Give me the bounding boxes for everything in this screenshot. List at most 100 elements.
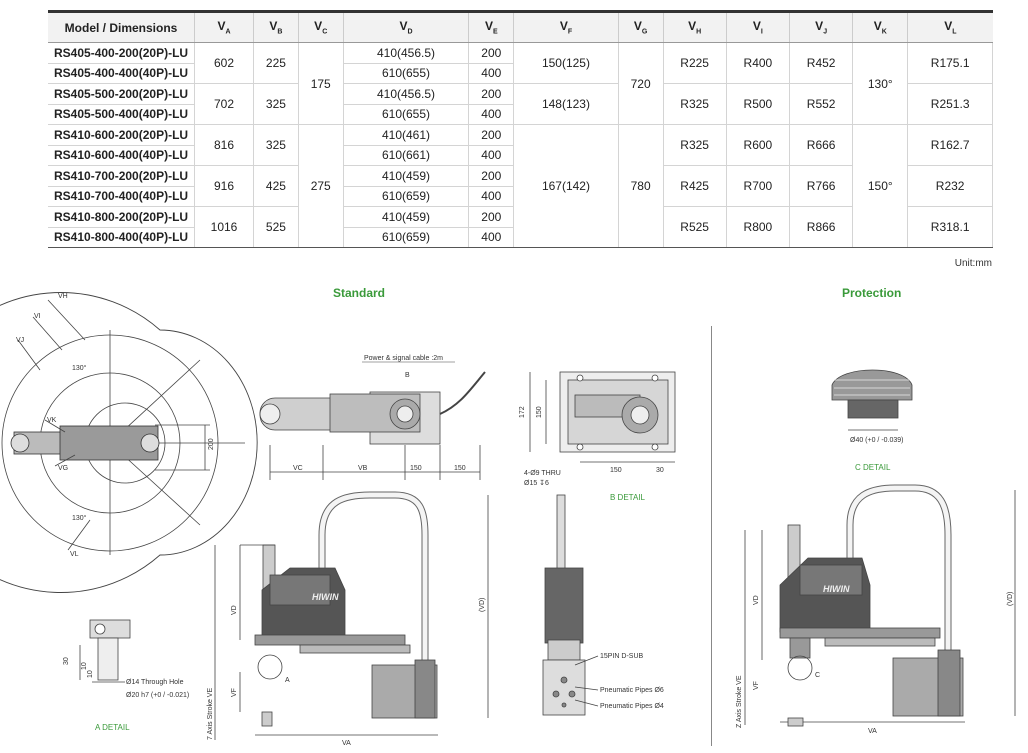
vj-cell: R452 — [789, 42, 854, 84]
section-divider — [711, 326, 712, 746]
a-30-label: 30 — [63, 657, 70, 665]
header-vj: VJ — [789, 10, 853, 43]
va-cell: 702 — [193, 83, 255, 125]
header-vg: VG — [617, 10, 664, 43]
top-vg-label: VG — [58, 465, 68, 472]
a-callout: A — [285, 677, 290, 684]
header-vd: VD — [342, 10, 469, 43]
unit-label: Unit:mm — [954, 258, 992, 269]
vd-cell: 410(459) — [342, 206, 470, 228]
vg-cell: 780 — [617, 124, 664, 248]
vb-cell: 325 — [253, 124, 299, 166]
header-vh: VH — [662, 10, 727, 43]
vd-cell: 610(659) — [342, 226, 470, 248]
front-vdp-label: (VD) — [479, 598, 486, 612]
model-cell: RS410-700-200(20P)-LU — [48, 165, 195, 187]
top-vk-label: VK — [47, 417, 57, 424]
vl-cell: R175.1 — [907, 42, 993, 84]
model-cell: RS405-500-200(20P)-LU — [48, 83, 195, 105]
model-cell: RS410-600-400(40P)-LU — [48, 144, 195, 166]
front-vf-label: VF — [231, 688, 238, 697]
b-30-label: 30 — [656, 467, 664, 474]
vj-cell: R766 — [789, 165, 854, 207]
ve-cell: 400 — [468, 226, 515, 248]
b-150v-label: 150 — [536, 406, 543, 418]
vl-cell: R251.3 — [907, 83, 993, 125]
b-detail-drawing — [529, 371, 676, 463]
vh-cell: R225 — [662, 42, 727, 84]
side-vc-label: VC — [293, 465, 303, 472]
b-cbore-label: Ø15 ↧6 — [524, 480, 549, 487]
b-172-label: 172 — [519, 406, 526, 418]
top-vj-label: VJ — [16, 337, 24, 344]
vl-cell: R232 — [907, 165, 993, 207]
header-vl: VL — [907, 10, 993, 43]
top-angle-1: 130° — [72, 364, 87, 372]
vb-cell: 525 — [253, 206, 299, 248]
vk-cell: 130° — [852, 42, 909, 125]
vj-cell: R552 — [789, 83, 854, 125]
b-150h-label: 150 — [610, 467, 622, 474]
side-vb-label: VB — [358, 465, 368, 472]
cable-label: Power & signal cable :2m — [364, 355, 443, 362]
vh-cell: R525 — [662, 206, 727, 248]
top-view-drawing — [0, 292, 258, 593]
c-detail-title: C DETAIL — [855, 463, 891, 472]
ve-cell: 400 — [468, 144, 515, 166]
c-dia-label: Ø40 (+0 / -0.039) — [850, 437, 904, 444]
a-hole-label: Ø14 Through Hole — [126, 679, 184, 686]
model-cell: RS405-500-400(40P)-LU — [48, 103, 195, 125]
header-va: VA — [193, 10, 254, 43]
b-thru-label: 4-Ø9 THRU — [524, 470, 561, 477]
c-detail-drawing — [831, 369, 913, 431]
pipe4-label: Pneumatic Pipes Ø4 — [600, 703, 664, 710]
header-vf: VF — [513, 10, 619, 43]
vi-cell: R400 — [725, 42, 791, 84]
model-cell: RS410-700-400(40P)-LU — [48, 185, 195, 207]
front-brand: HIWIN — [312, 592, 339, 602]
va-cell: 916 — [193, 165, 255, 207]
prot-vf-label: VF — [753, 681, 760, 690]
ve-cell: 200 — [468, 42, 515, 64]
va-cell: 1016 — [193, 206, 255, 248]
vh-cell: R325 — [662, 124, 727, 166]
header-vc: VC — [297, 10, 344, 43]
vi-cell: R700 — [725, 165, 791, 207]
side-150b-label: 150 — [454, 465, 466, 472]
prot-brand: HIWIN — [823, 584, 850, 594]
vh-cell: R325 — [662, 83, 727, 125]
model-cell: RS410-600-200(20P)-LU — [48, 124, 195, 146]
model-cell: RS405-400-400(40P)-LU — [48, 62, 195, 84]
ve-cell: 200 — [468, 206, 515, 228]
front-ve-label: 7 Axis Stroke VE — [207, 688, 214, 740]
vc-cell: 275 — [297, 124, 344, 248]
top-vh-label: VH — [58, 293, 68, 300]
prot-ve-label: Z Axis Stroke VE — [736, 675, 743, 728]
a-shaft-label: Ø20 h7 (+0 / -0.021) — [126, 692, 189, 699]
front-vd-label: VD — [231, 605, 238, 615]
vd-cell: 410(461) — [342, 124, 470, 146]
a-10a-label: 10 — [81, 662, 88, 670]
top-angle-2: 130° — [72, 514, 87, 522]
model-cell: RS405-400-200(20P)-LU — [48, 42, 195, 64]
standard-title: Standard — [333, 286, 386, 300]
vf-cell: 167(142) — [513, 124, 619, 248]
a-10b-label: 10 — [87, 670, 94, 678]
model-cell: RS410-800-400(40P)-LU — [48, 226, 195, 248]
va-cell: 602 — [193, 42, 255, 84]
dsub-label: 15PIN D-SUB — [600, 653, 644, 660]
b-detail-title: B DETAIL — [610, 493, 646, 502]
arm-top-view-drawing — [259, 361, 486, 480]
ve-cell: 200 — [468, 124, 515, 146]
header-ve: VE — [468, 10, 514, 43]
a-detail-drawing — [79, 619, 131, 683]
